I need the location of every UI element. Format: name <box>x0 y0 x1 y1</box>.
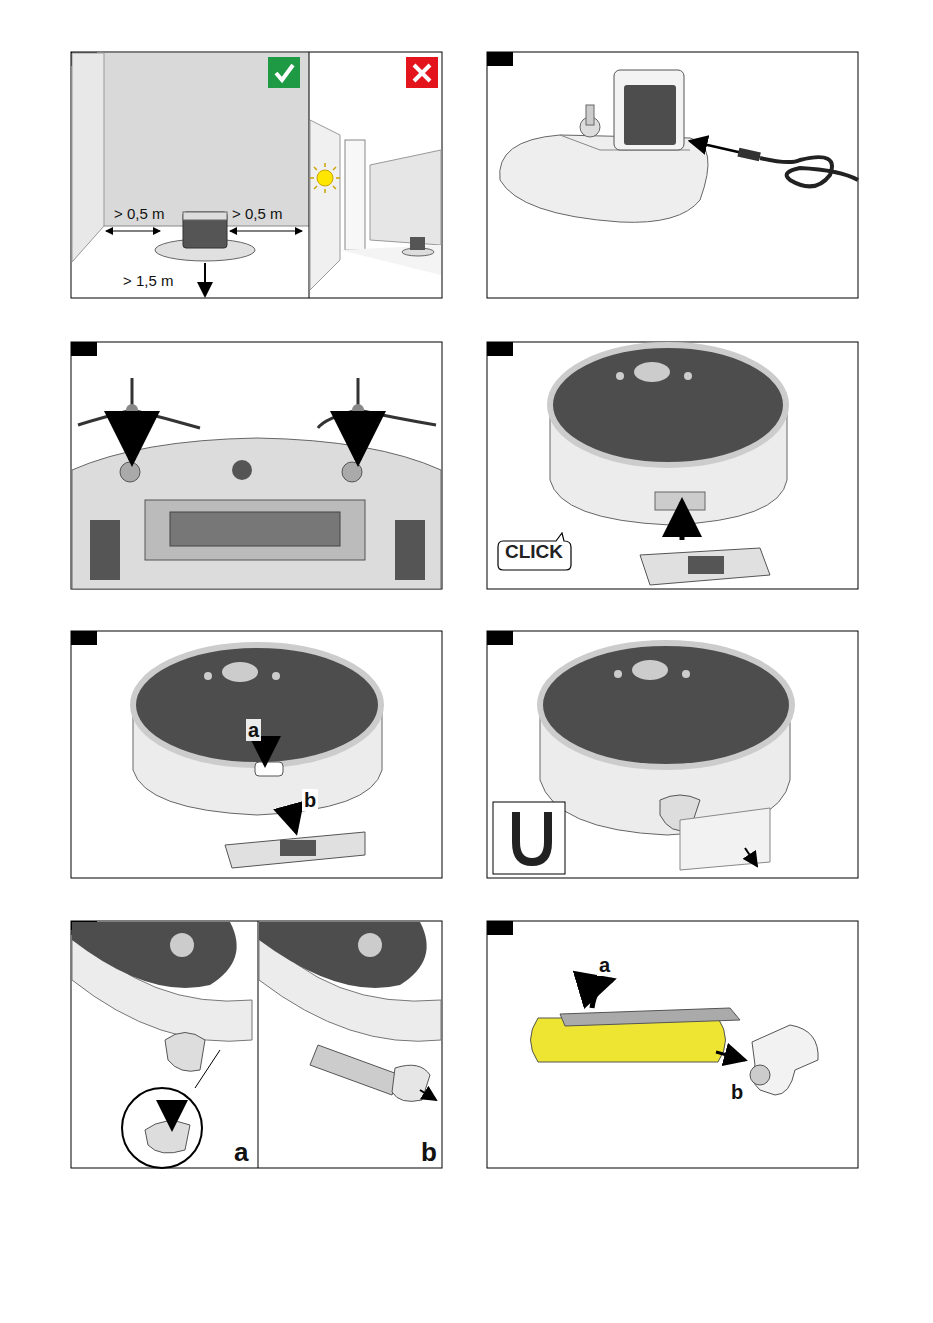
step-letter: a <box>232 1138 250 1167</box>
dimension-label: > 0,5 m <box>112 206 166 223</box>
step-letter: b <box>302 789 318 811</box>
step-letter: a <box>597 954 612 976</box>
dimension-label: > 0,5 m <box>230 206 284 223</box>
step-letter: a <box>246 719 261 741</box>
speech-bubble: CLICK <box>497 532 572 571</box>
step-letter: b <box>419 1138 439 1167</box>
sound-label: CLICK <box>505 541 564 563</box>
step-letter: b <box>729 1081 745 1103</box>
dimension-label: > 1,5 m <box>121 273 175 290</box>
